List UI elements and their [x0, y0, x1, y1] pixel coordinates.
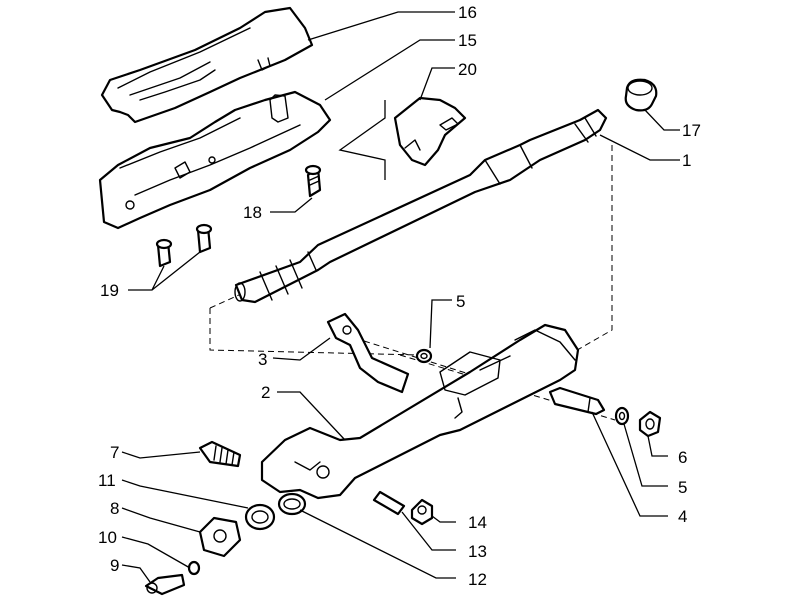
- callout-2: 2: [261, 383, 270, 402]
- callout-17: 17: [682, 121, 701, 140]
- bolt-7-part: [198, 440, 242, 468]
- callout-labels: 16 15 20 17 1 18 19 5 3 2 7 6 5 11 4 8 1…: [98, 3, 701, 589]
- callout-14: 14: [468, 513, 487, 532]
- callout-5-upper: 5: [456, 292, 465, 311]
- callout-8: 8: [110, 499, 119, 518]
- callout-4: 4: [678, 507, 687, 526]
- callout-7: 7: [110, 443, 119, 462]
- washer-10-part: [187, 560, 201, 576]
- callout-19: 19: [100, 281, 119, 300]
- nut-6-part: [638, 410, 662, 438]
- callout-16: 16: [458, 3, 477, 22]
- screws-19-part: [155, 223, 213, 268]
- pin-13-part: [372, 490, 406, 516]
- nut-14-part: [410, 498, 434, 526]
- callout-18: 18: [243, 203, 262, 222]
- ring-11-part: [244, 503, 276, 531]
- washer-5-lower-part: [614, 406, 630, 426]
- callout-1: 1: [682, 151, 691, 170]
- callout-12: 12: [468, 570, 487, 589]
- callout-9: 9: [110, 556, 119, 575]
- strap-part: [326, 312, 410, 394]
- bracket-part: [338, 96, 467, 180]
- bolt-4-part: [548, 386, 606, 416]
- washer-5-upper-part: [415, 348, 433, 364]
- lower-cover-part: [98, 90, 332, 230]
- screw-18-part: [304, 164, 322, 198]
- column-tube-part: [260, 323, 580, 500]
- callout-11: 11: [98, 471, 116, 490]
- callout-10: 10: [98, 528, 117, 547]
- clip-12-part: [277, 492, 307, 516]
- callout-6: 6: [678, 448, 687, 467]
- plate-8-part: [198, 516, 242, 558]
- callout-3: 3: [258, 350, 267, 369]
- upper-cover-part: [100, 6, 314, 124]
- callout-20: 20: [458, 60, 477, 79]
- callout-13: 13: [468, 542, 487, 561]
- leader-lines: [121, 11, 680, 583]
- steering-shaft-part: [234, 108, 608, 304]
- callout-5-lower: 5: [678, 478, 687, 497]
- callout-15: 15: [458, 31, 477, 50]
- bush-part: [624, 78, 658, 112]
- screw-9-part: [144, 573, 186, 596]
